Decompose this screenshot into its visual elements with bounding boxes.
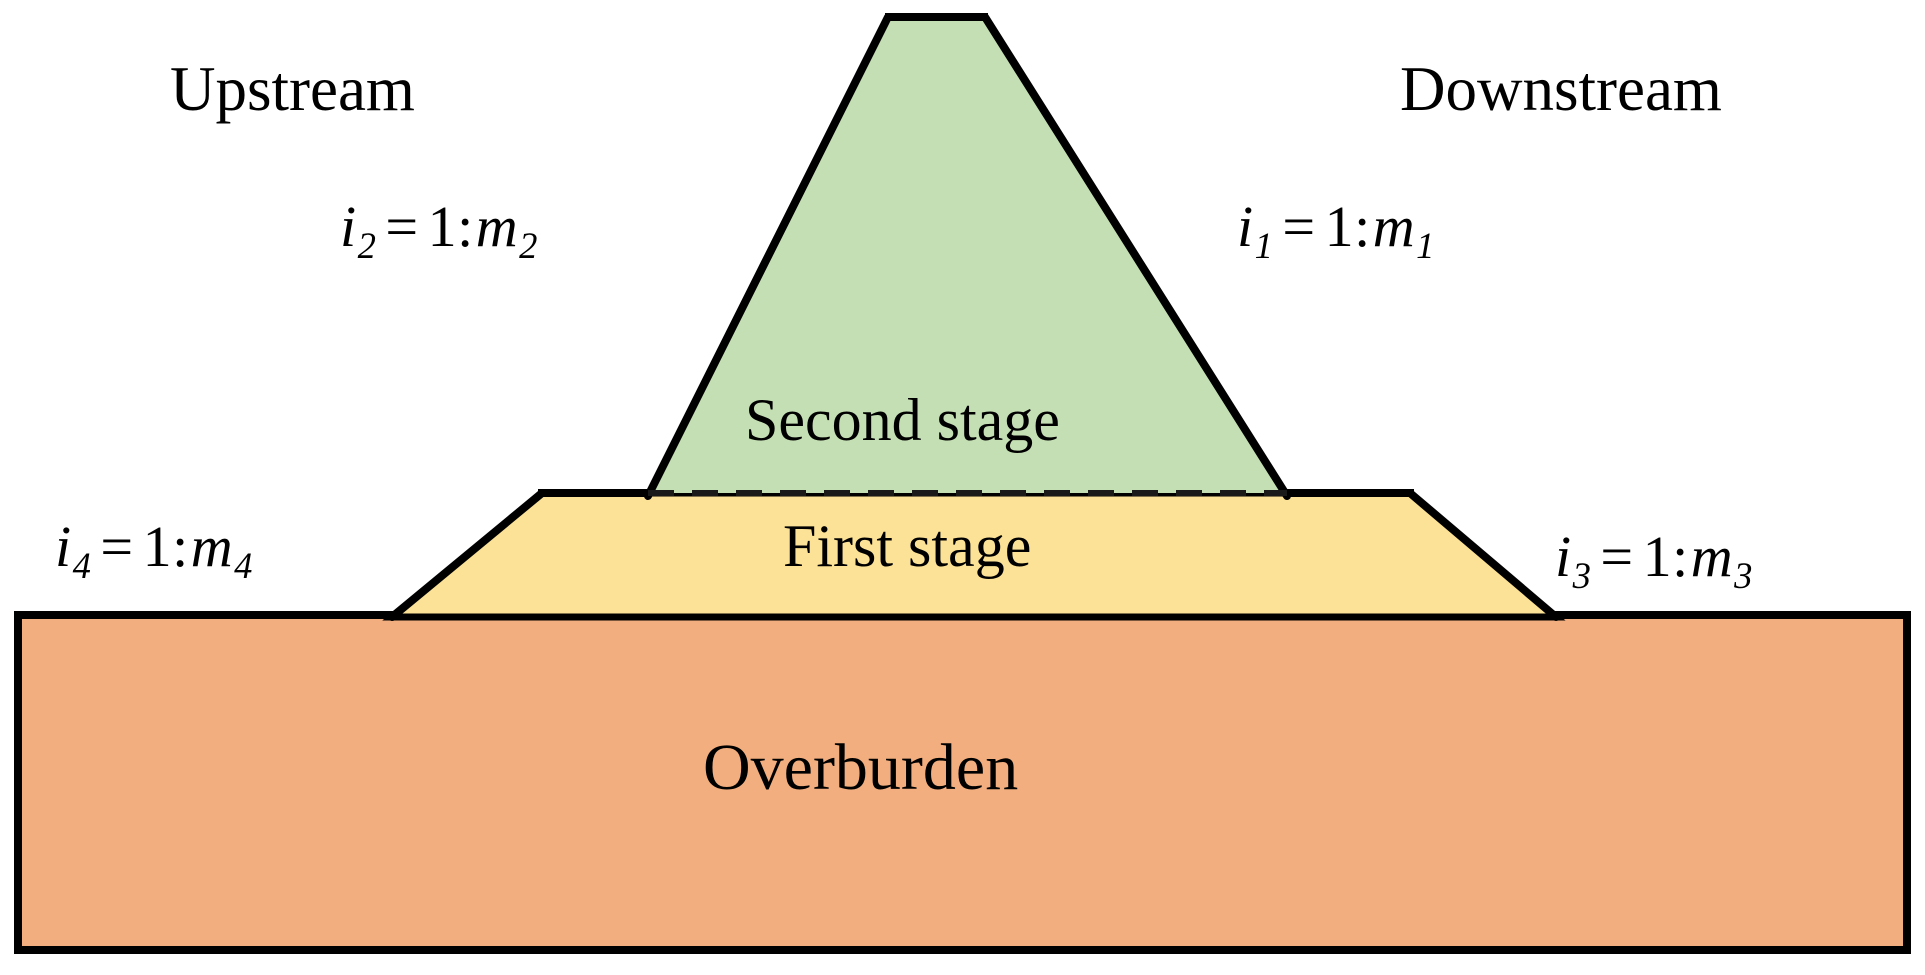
overburden-label: Overburden xyxy=(703,731,1019,804)
slope-i4-symbol: i xyxy=(55,514,72,579)
first-stage-upstream-slope-line xyxy=(388,489,546,621)
slope-i2-symbol: i xyxy=(340,194,357,259)
second-stage-label: Second stage xyxy=(745,387,1060,453)
slope-i4-colon: : xyxy=(172,514,189,579)
first-stage-downstream-slope-line xyxy=(1406,489,1560,621)
slope-i3-denominator: m xyxy=(1690,524,1734,589)
slope-i2-equals: = xyxy=(385,194,419,259)
slope-i2-symbol-subscript: 2 xyxy=(357,224,377,266)
second-stage-downstream-slope-line xyxy=(981,13,1291,500)
slope-i2-denominator: m xyxy=(475,194,519,259)
second-stage-upstream-slope-line xyxy=(644,13,892,500)
slope-i1-numerator: 1 xyxy=(1324,194,1355,259)
upstream-label: Upstream xyxy=(170,54,415,124)
slope-i3-symbol: i xyxy=(1555,524,1572,589)
slope-i2-denominator-subscript: 2 xyxy=(519,224,538,266)
slope-i1-denominator: m xyxy=(1372,194,1416,259)
slope-i4-symbol-subscript: 4 xyxy=(72,544,92,586)
slope-i3-colon: : xyxy=(1672,524,1689,589)
second-stage-embankment xyxy=(648,17,1287,493)
overburden-layer xyxy=(14,611,1911,954)
slope-i1-equals: = xyxy=(1282,194,1316,259)
slope-label-i1: i1=1:m1 xyxy=(1237,198,1435,264)
slope-i1-denominator-subscript: 1 xyxy=(1416,224,1435,266)
slope-i3-denominator-subscript: 3 xyxy=(1734,554,1753,596)
slope-label-i2: i2=1:m2 xyxy=(340,198,538,264)
slope-i4-equals: = xyxy=(100,514,134,579)
slope-label-i4: i4=1:m4 xyxy=(55,518,253,584)
slope-i1-symbol-subscript: 1 xyxy=(1254,224,1274,266)
slope-label-i3: i3=1:m3 xyxy=(1555,528,1753,594)
slope-i3-numerator: 1 xyxy=(1642,524,1673,589)
slope-i4-denominator-subscript: 4 xyxy=(234,544,253,586)
slope-i1-symbol: i xyxy=(1237,194,1254,259)
slope-i4-denominator: m xyxy=(190,514,234,579)
downstream-label: Downstream xyxy=(1400,54,1722,124)
first-stage-label: First stage xyxy=(783,513,1032,579)
slope-i4-numerator: 1 xyxy=(142,514,173,579)
slope-i1-colon: : xyxy=(1354,194,1371,259)
slope-i2-numerator: 1 xyxy=(427,194,458,259)
slope-i3-symbol-subscript: 3 xyxy=(1572,554,1592,596)
slope-i2-colon: : xyxy=(457,194,474,259)
slope-i3-equals: = xyxy=(1600,524,1634,589)
